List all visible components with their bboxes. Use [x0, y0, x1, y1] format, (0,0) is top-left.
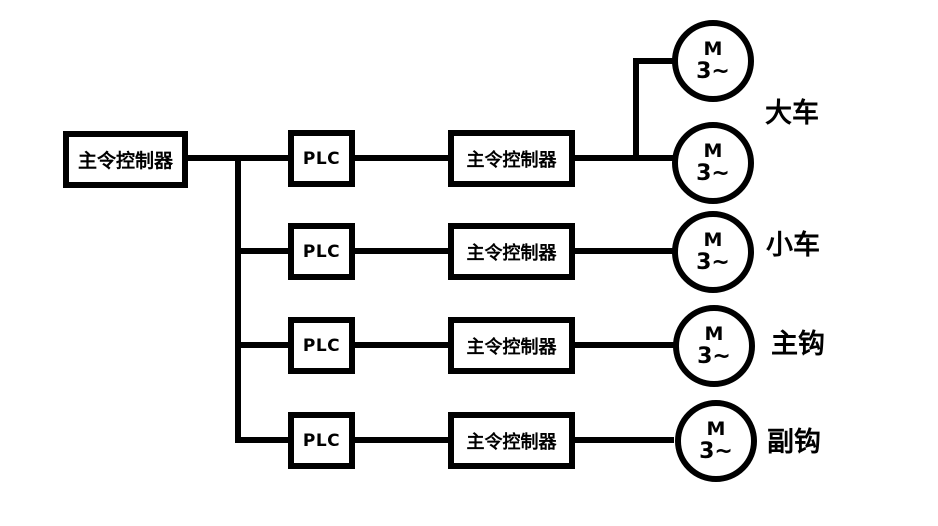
motor-row4: M 3~ [675, 400, 757, 482]
group-label-dache: 大车 [765, 98, 819, 129]
motor-row1-upper: M 3~ [672, 20, 754, 102]
motor-row1-lower: M 3~ [672, 122, 754, 204]
wire-trunk-to-plc-row2 [235, 248, 288, 254]
wire-controller-to-motor-row1 [575, 155, 674, 161]
motor-symbol: M [703, 139, 723, 162]
motor-symbol: M [704, 322, 724, 345]
plc-label-row2: PLC [302, 241, 341, 262]
wire-branch-to-motor1-row1 [633, 58, 674, 64]
group-label-xiaoche: 小车 [766, 230, 820, 261]
motor-phase: 3~ [696, 249, 730, 275]
group-label-zhugou: 主钩 [771, 329, 825, 360]
motor-phase: 3~ [697, 343, 731, 369]
master-controller-box: 主令控制器 [63, 131, 188, 188]
plc-label-row3: PLC [302, 335, 341, 356]
motor-row2: M 3~ [672, 211, 754, 293]
controller-box-row2: 主令控制器 [448, 223, 575, 280]
wire-branch-vertical-row1 [633, 58, 639, 161]
wire-trunk-to-plc-row4 [235, 437, 288, 443]
wire-plc-to-controller-row2 [355, 248, 448, 254]
motor-symbol: M [703, 37, 723, 60]
controller-box-row3: 主令控制器 [448, 317, 575, 374]
motor-symbol: M [703, 228, 723, 251]
plc-label-row4: PLC [302, 430, 341, 451]
plc-box-row4: PLC [288, 412, 355, 469]
controller-label-row4: 主令控制器 [466, 431, 557, 453]
controller-box-row4: 主令控制器 [448, 412, 575, 469]
controller-label-row2: 主令控制器 [466, 242, 557, 264]
group-label-fugou: 副钩 [767, 427, 821, 458]
motor-row3: M 3~ [673, 305, 755, 387]
plc-box-row1: PLC [288, 130, 355, 187]
wire-controller-to-motor-row3 [575, 342, 674, 348]
plc-box-row2: PLC [288, 223, 355, 280]
wire-plc-to-controller-row4 [355, 437, 448, 443]
master-controller-label: 主令控制器 [77, 150, 173, 172]
wire-trunk-to-plc-row3 [235, 342, 288, 348]
wire-controller-to-motor-row4 [575, 437, 674, 443]
motor-symbol: M [706, 417, 726, 440]
motor-phase: 3~ [696, 58, 730, 84]
controller-label-row1: 主令控制器 [466, 149, 557, 171]
controller-label-row3: 主令控制器 [466, 336, 557, 358]
controller-box-row1: 主令控制器 [448, 130, 575, 187]
motor-phase: 3~ [699, 438, 733, 464]
wire-trunk-vertical [235, 155, 241, 443]
wire-plc-to-controller-row1 [355, 155, 448, 161]
wire-plc-to-controller-row3 [355, 342, 448, 348]
plc-box-row3: PLC [288, 317, 355, 374]
motor-phase: 3~ [696, 160, 730, 186]
wire-controller-to-motor-row2 [575, 248, 674, 254]
plc-label-row1: PLC [302, 148, 341, 169]
